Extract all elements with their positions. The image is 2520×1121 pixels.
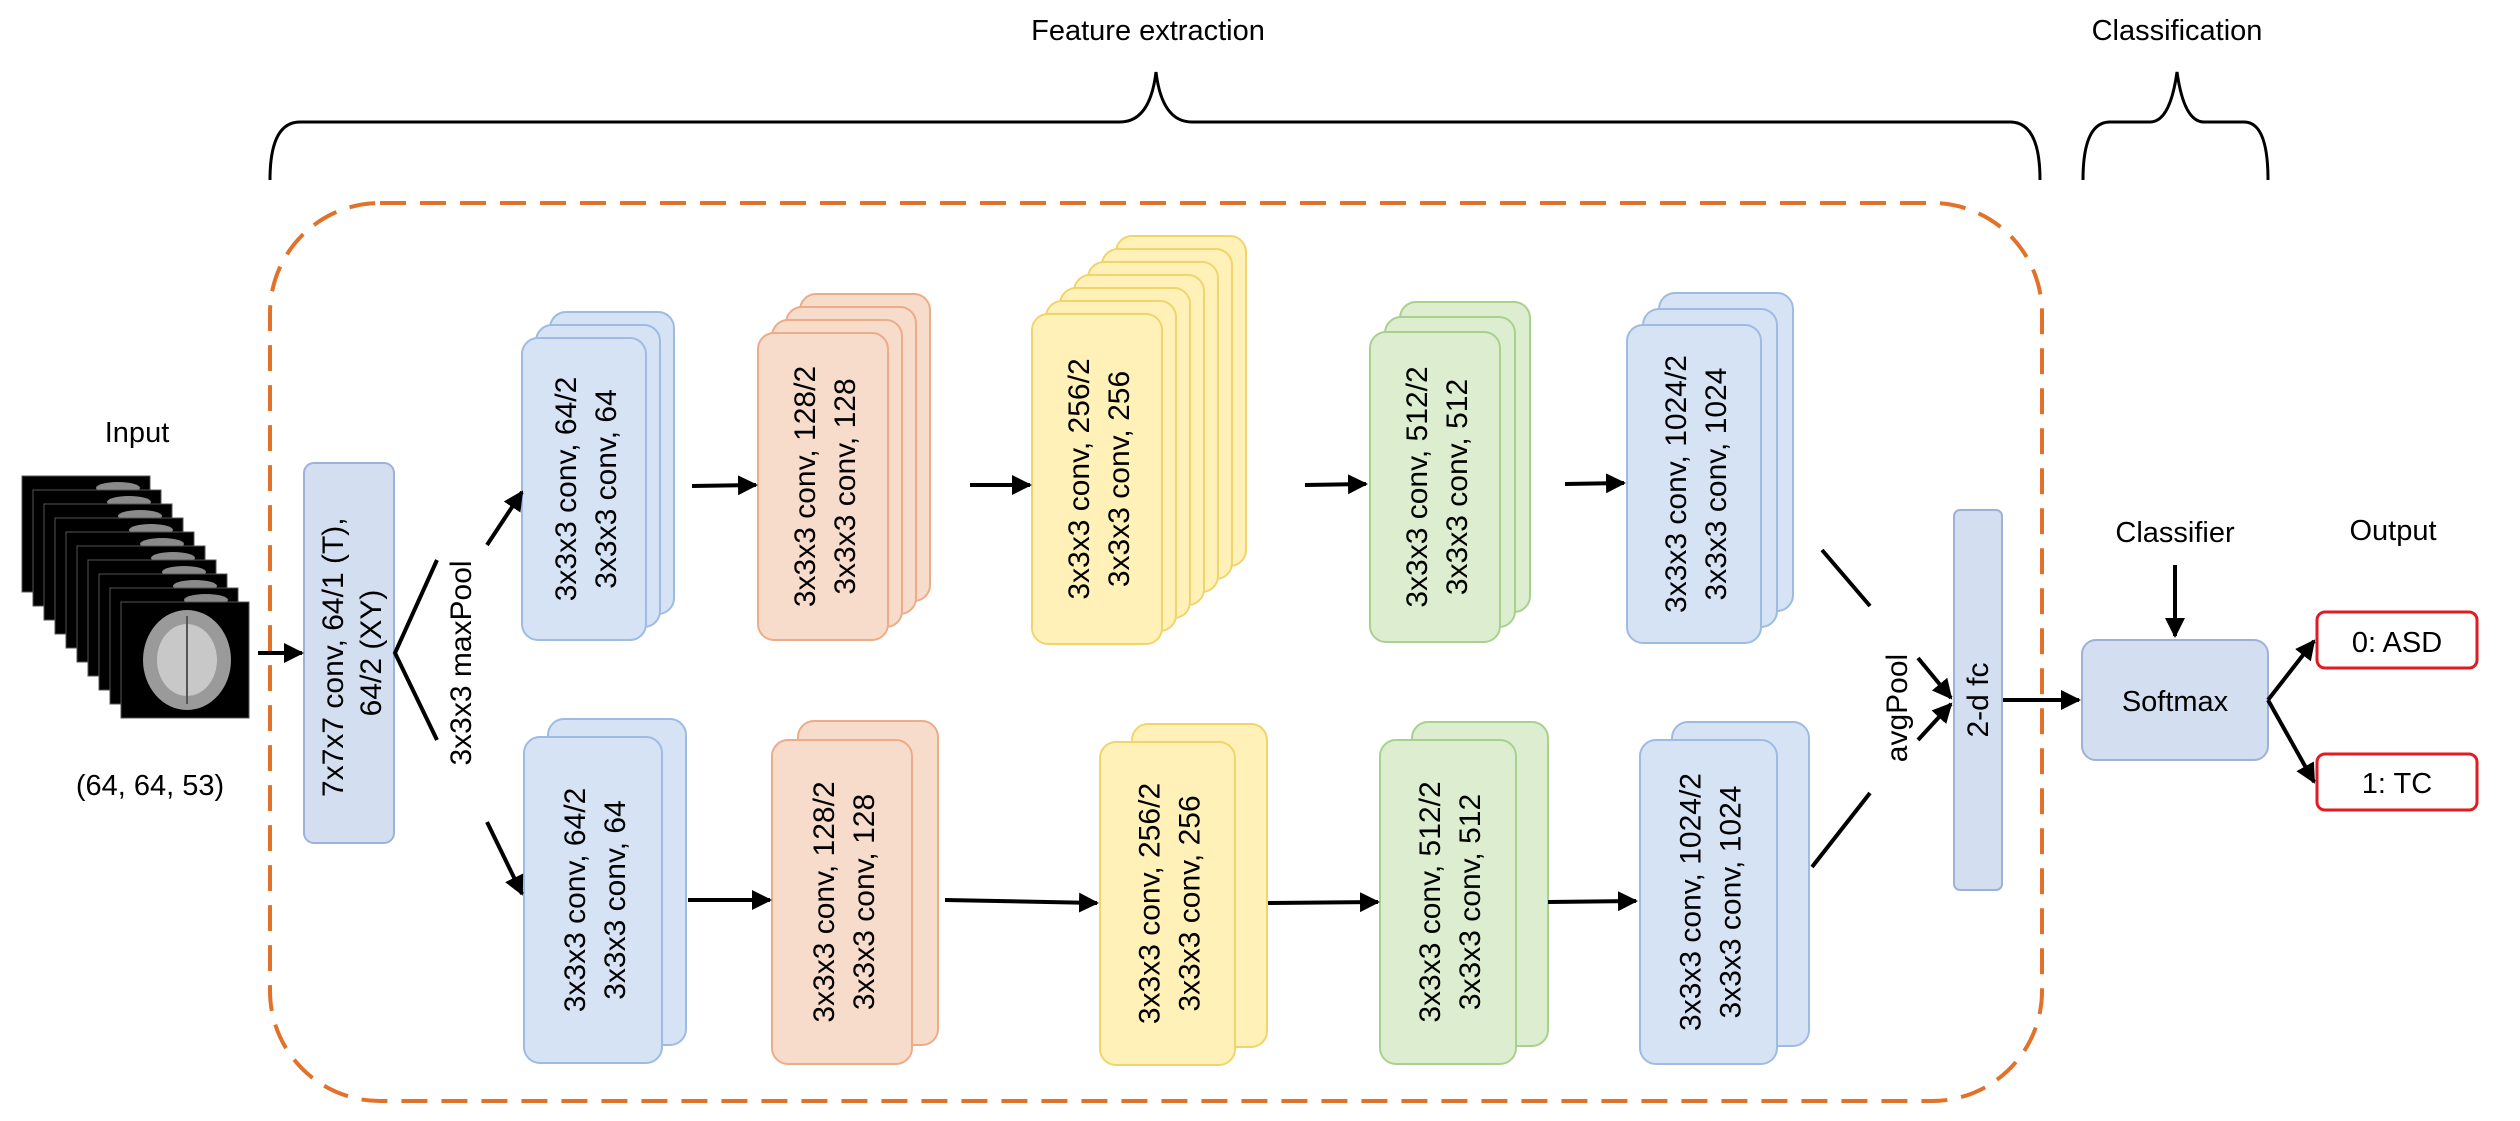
arrow-avgpool-to-fc-bottom <box>1916 702 1953 742</box>
avgpool-label: avgPool <box>1881 654 1914 762</box>
output-label: Output <box>2349 515 2436 547</box>
classification-label: Classification <box>2092 15 2263 47</box>
classification-brace <box>2081 71 2270 181</box>
top-conv-block-2-layer <box>757 332 889 641</box>
arrow-softmax-to-tc <box>2266 699 2316 784</box>
feature-extraction-brace <box>268 71 2042 181</box>
feature-extraction-label: Feature extraction <box>1031 15 1265 47</box>
bottom-conv-block-5-layer <box>1639 739 1778 1065</box>
fc-label: 2-d fc <box>1962 662 1995 737</box>
svg-text:0: ASD: 0: ASD <box>2352 627 2442 659</box>
first-conv-block: 7x7x7 conv, 64/1 (T), 64/2 (XY) <box>303 462 395 844</box>
arrow-to-bottom-branch <box>485 821 524 896</box>
top-conv-block-4-layer <box>1369 331 1501 643</box>
fc-block: 2-d fc <box>1953 509 2003 891</box>
split-connector <box>392 559 439 741</box>
top-conv-block-3-layer <box>1031 313 1163 645</box>
bottom-conv-block-4-layer <box>1379 739 1517 1065</box>
arrow-to-top-branch <box>485 490 524 547</box>
arrow-softmax-to-asd <box>2266 639 2316 702</box>
arrow-top-3-4 <box>1304 474 1368 495</box>
input-shape-label: (64, 64, 53) <box>76 770 224 802</box>
bottom-conv-block-2-layer <box>771 739 913 1065</box>
input-mri-stack <box>21 475 250 719</box>
feature-extraction-region <box>268 201 2044 1103</box>
arrow-top-1-2 <box>691 475 758 496</box>
output-box-tc: 1: TC <box>2315 752 2479 812</box>
maxpool-label: 3x3x3 maxPool <box>445 560 478 765</box>
arrow-bottom-2-3 <box>944 892 1099 913</box>
softmax-block: Softmax <box>2081 639 2269 761</box>
arrow-bottom-4-5 <box>1547 891 1638 912</box>
arrow-top-4-5 <box>1564 473 1626 494</box>
arrow-avgpool-to-fc-top <box>1916 656 1953 700</box>
bottom-conv-block-3-layer <box>1099 741 1236 1066</box>
softmax-label: Softmax <box>2122 686 2229 718</box>
output-box-asd: 0: ASD <box>2315 610 2479 670</box>
classifier-label: Classifier <box>2115 517 2235 549</box>
svg-text:1: TC: 1: TC <box>2362 768 2432 800</box>
connector-bottom-to-avgpool <box>1810 791 1872 869</box>
first-conv-label: 7x7x7 conv, 64/1 (T), 64/2 (XY) <box>317 509 388 797</box>
top-conv-block-1-layer <box>521 337 647 641</box>
connector-top-to-avgpool <box>1820 548 1872 608</box>
top-conv-block-5-layer <box>1626 324 1762 644</box>
arrow-bottom-3-4 <box>1267 892 1380 913</box>
bottom-conv-block-1-layer <box>523 736 663 1064</box>
input-label: Input <box>105 417 170 449</box>
